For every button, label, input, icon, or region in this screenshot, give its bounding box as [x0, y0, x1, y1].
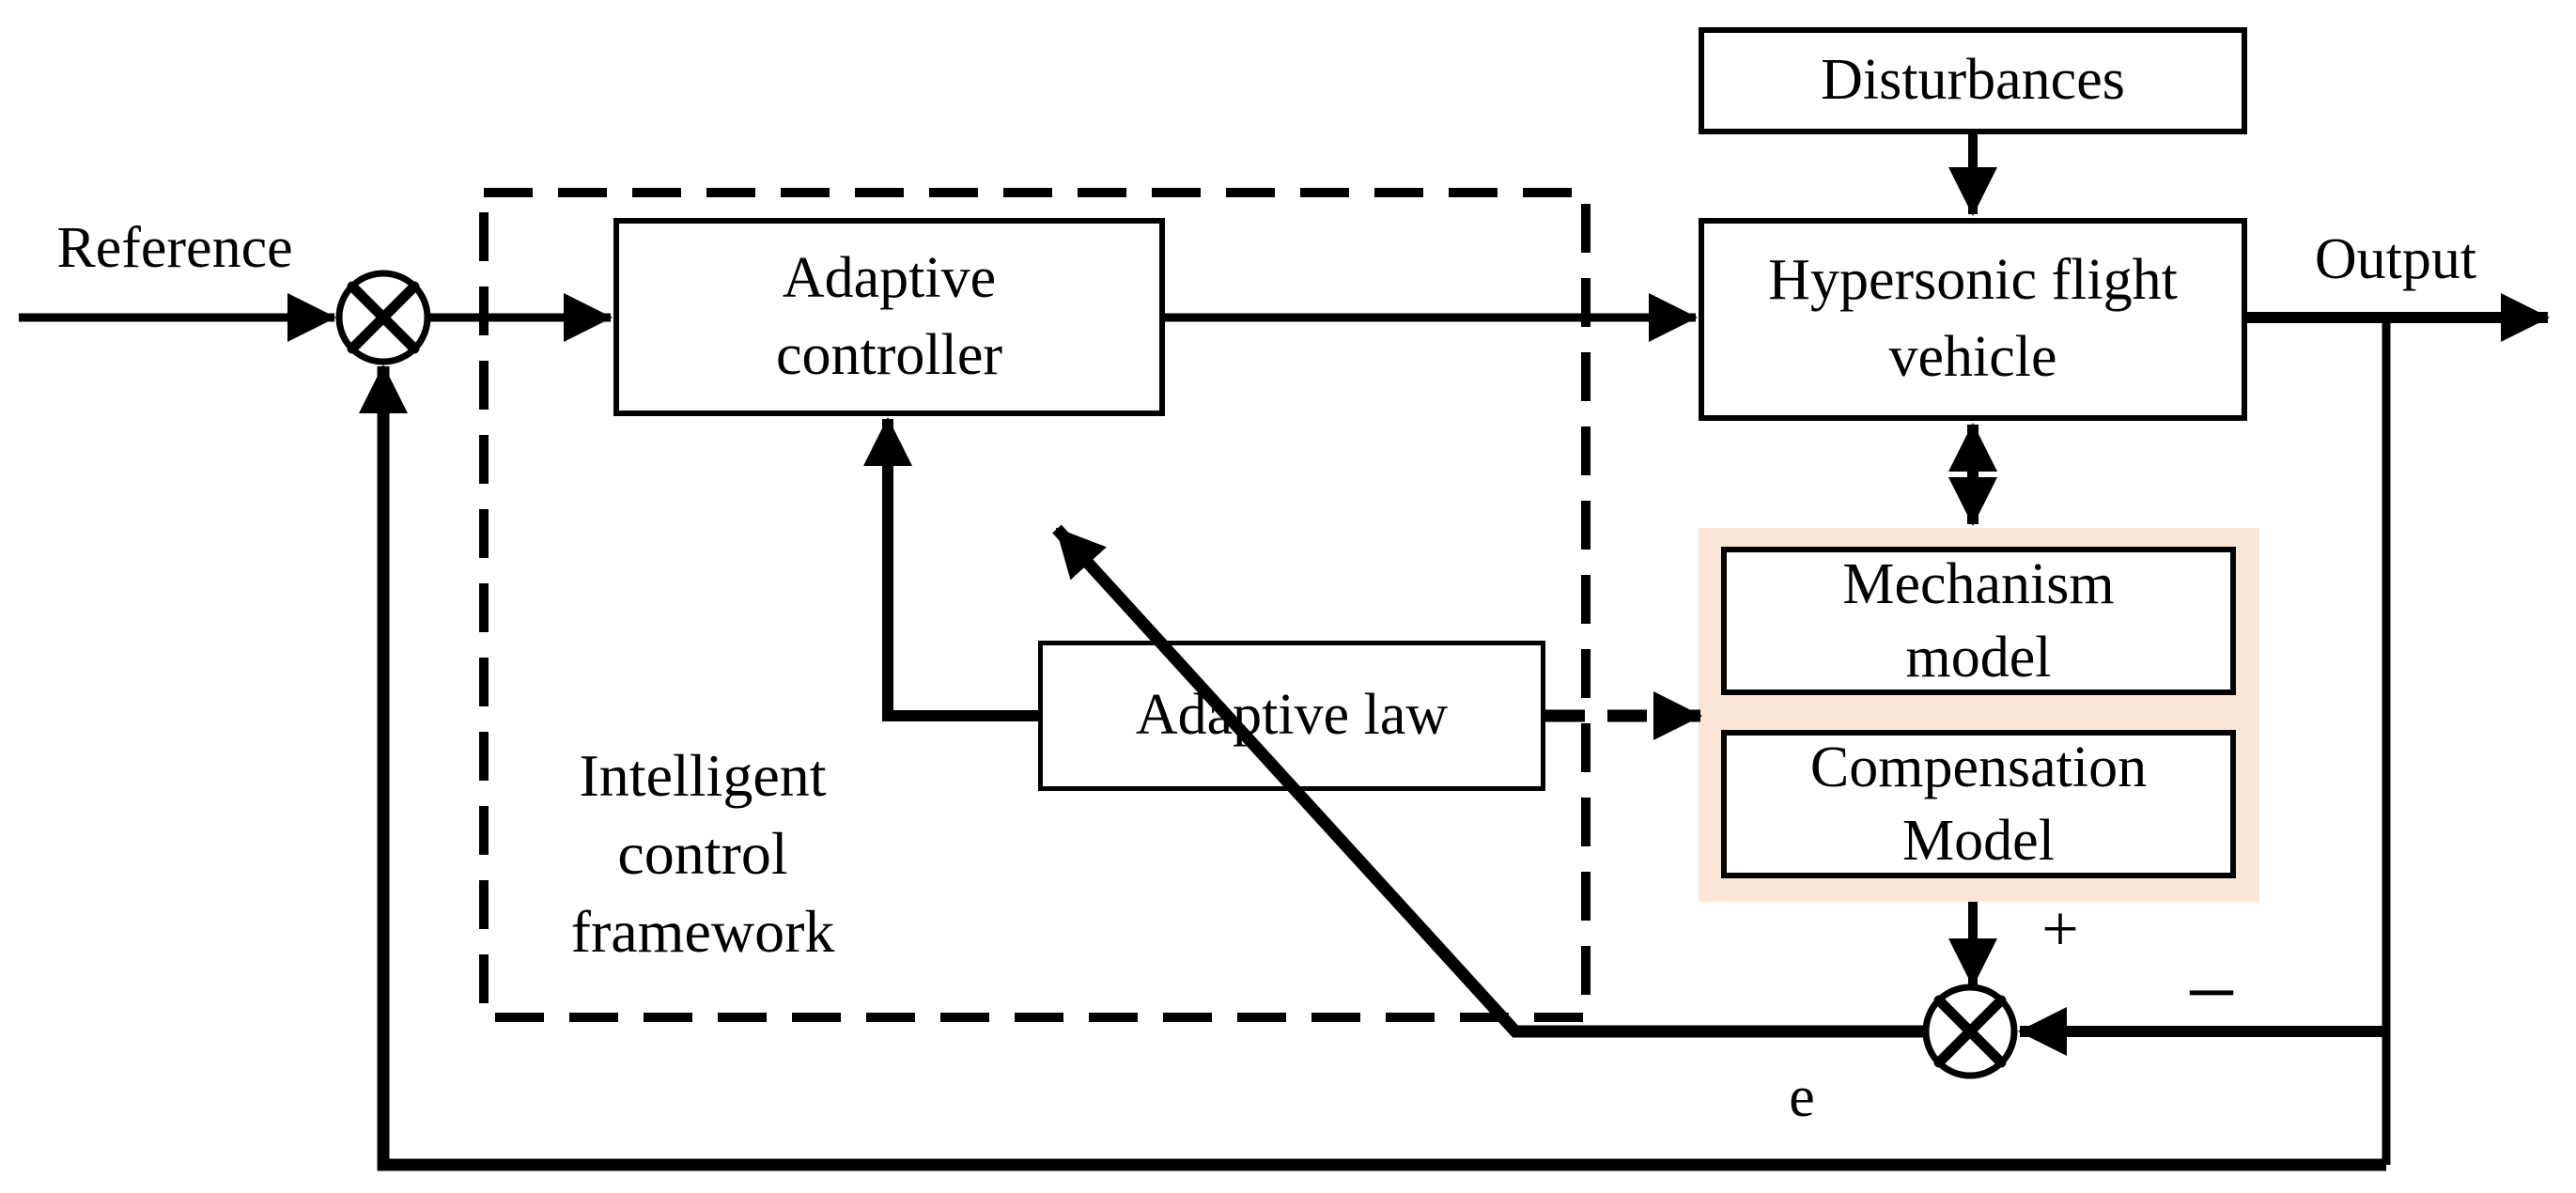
error-signal-label: e [1789, 1065, 1815, 1129]
summing-junction-error [1922, 984, 2018, 1079]
adaptive-controller-block: Adaptive controller [613, 218, 1165, 416]
output-label: Output [2314, 227, 2477, 291]
reference-label: Reference [56, 216, 293, 280]
framework-dashed-border [479, 188, 1591, 1022]
adaptive-law-to-controller-arrow [863, 417, 1038, 721]
compensation-model-block: Compensation Model [1721, 730, 2236, 878]
summing-junction-reference [335, 270, 431, 365]
hypersonic-vehicle-block: Hypersonic flight vehicle [1699, 218, 2247, 421]
minus-sign-label: − [2184, 940, 2239, 1045]
outer-feedback-loop [359, 364, 2386, 1171]
framework-label: Intelligent control framework [570, 742, 835, 966]
error-e-diagonal-arrow [1052, 524, 1928, 1038]
adaptive-law-block: Adaptive law [1038, 641, 1545, 791]
mechanism-model-block: Mechanism model [1721, 547, 2236, 695]
disturbances-block: Disturbances [1699, 27, 2247, 134]
plus-sign-label: + [2041, 893, 2079, 966]
